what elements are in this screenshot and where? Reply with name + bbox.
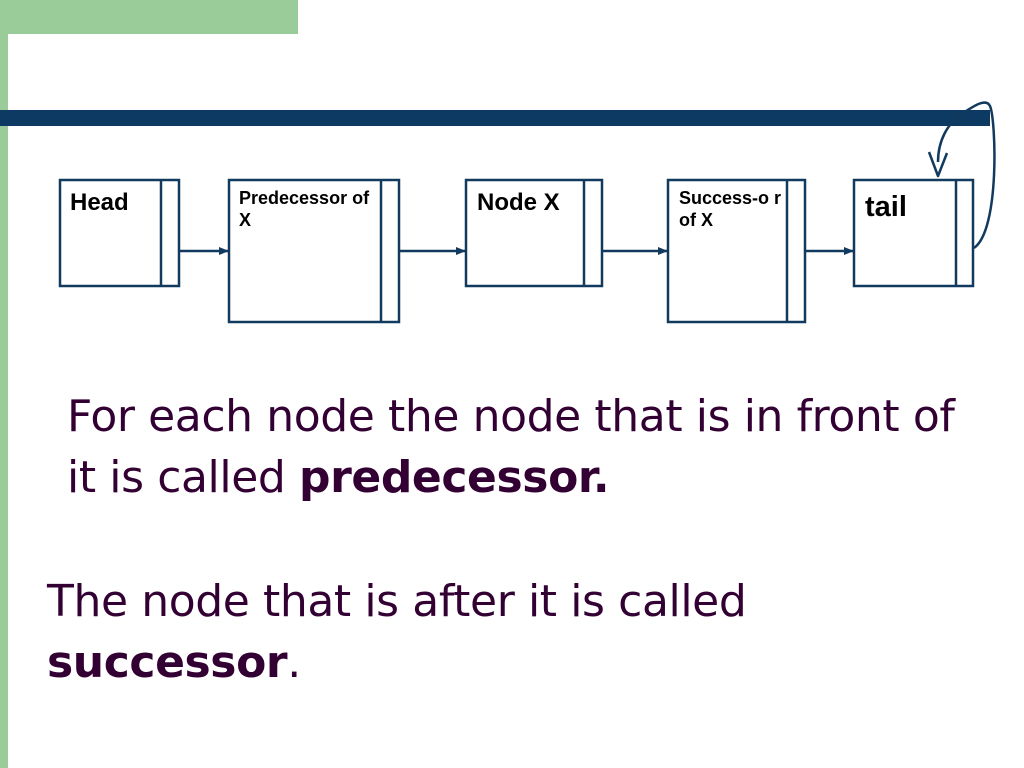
node-successor xyxy=(666,178,807,324)
successor-definition: The node that is after it is called succ… xyxy=(47,571,927,693)
node-tail-label: tail xyxy=(865,191,907,223)
node-tail xyxy=(852,178,975,288)
node-predecessor xyxy=(227,178,401,324)
node-successor-box xyxy=(666,178,807,324)
arrow-tail-self-loop xyxy=(936,101,996,250)
slide-panel xyxy=(8,34,1024,768)
node-head-box xyxy=(58,178,181,288)
node-predecessor-label: Predecessor of X xyxy=(239,188,370,230)
predecessor-definition-text: For each node the node that is in front … xyxy=(67,391,955,503)
slide-decoration-top xyxy=(0,0,298,34)
node-x-label: Node X xyxy=(477,189,560,216)
node-predecessor-box xyxy=(227,178,401,324)
predecessor-definition: For each node the node that is in front … xyxy=(67,386,967,508)
arrow-tail-self-loop-head xyxy=(927,151,949,178)
node-tail-box xyxy=(852,178,975,288)
successor-definition-text: The node that is after it is called xyxy=(47,576,747,627)
header-bar xyxy=(0,110,990,126)
successor-term: successor xyxy=(47,637,288,688)
successor-definition-end: . xyxy=(287,637,301,688)
predecessor-term: predecessor. xyxy=(299,452,610,503)
node-head-label: Head xyxy=(70,189,129,216)
node-successor-label: Success-o r of X xyxy=(679,188,782,230)
node-x xyxy=(464,178,604,288)
node-head xyxy=(58,178,181,288)
slide-decoration-side xyxy=(0,0,8,768)
node-x-box xyxy=(464,178,604,288)
